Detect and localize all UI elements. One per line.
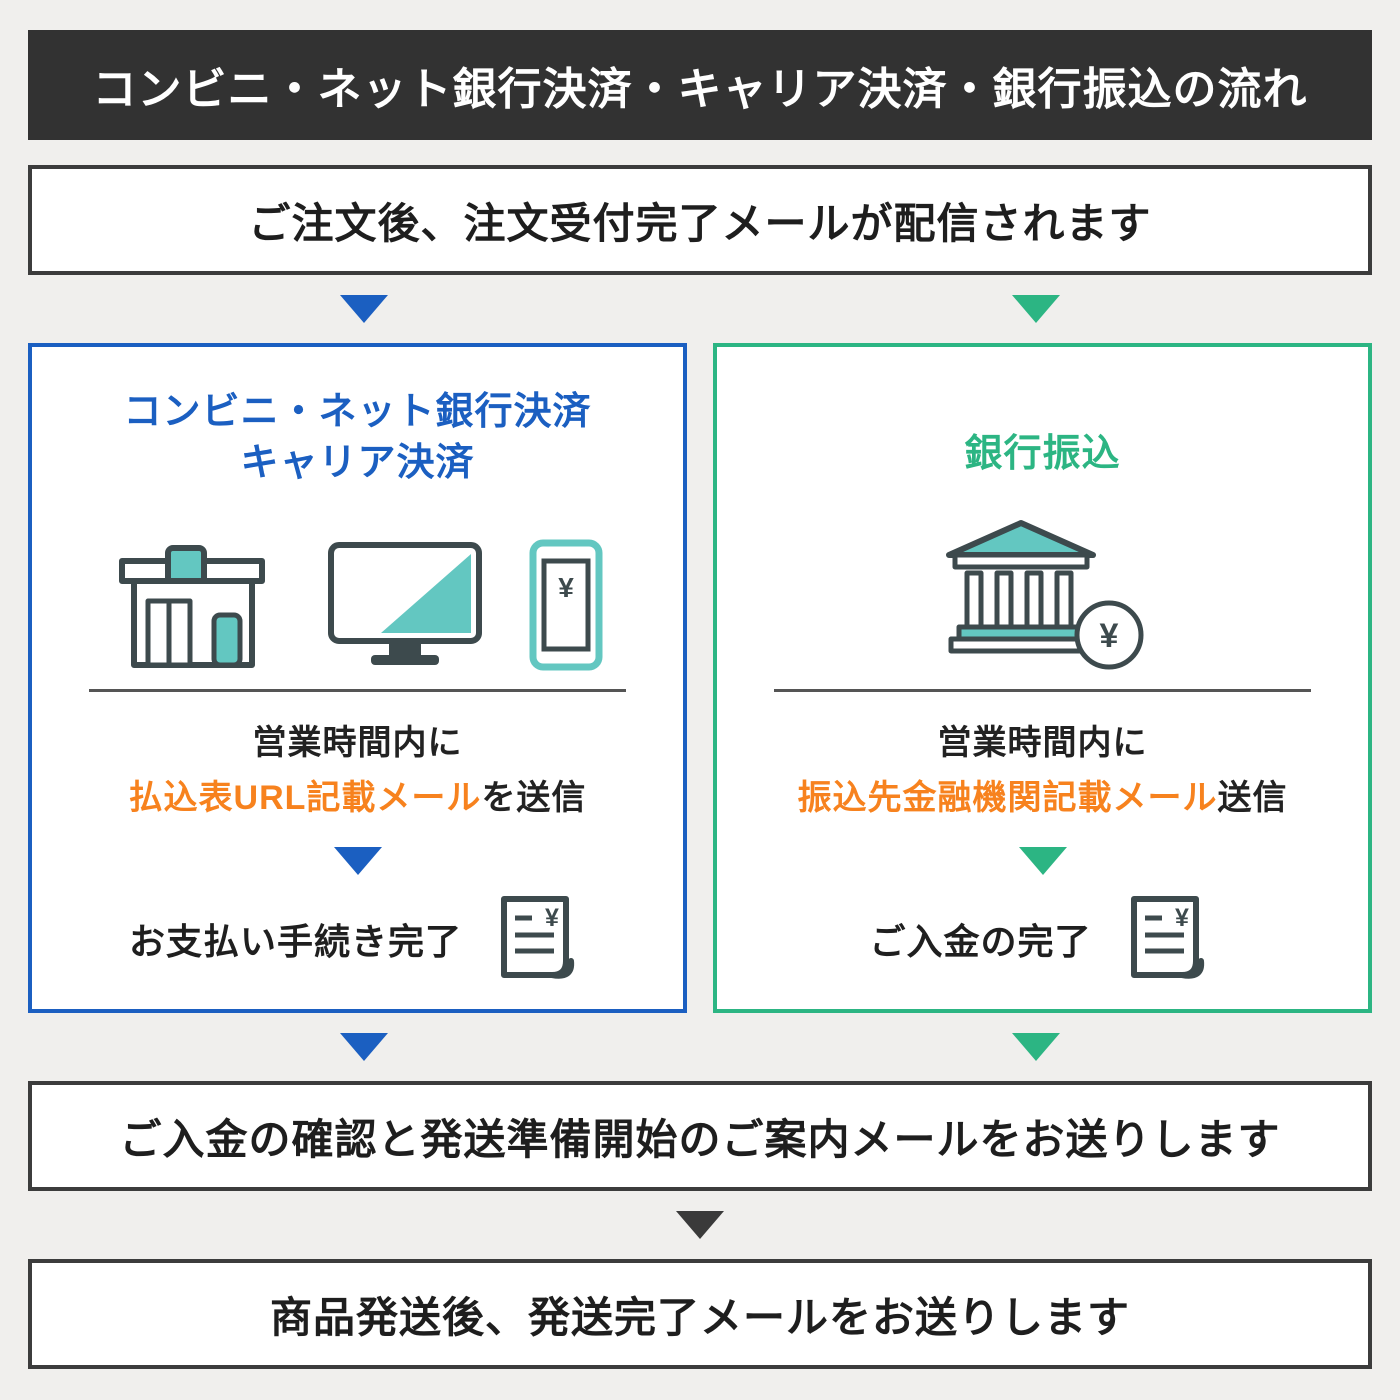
step-ship-text: 商品発送後、発送完了メールをお送りします [269, 1293, 1130, 1341]
page-title: コンビニ・ネット銀行決済・キャリア決済・銀行振込の流れ [92, 65, 1308, 114]
arrow-row-final [28, 1191, 1372, 1259]
bank-yen-symbol: ¥ [1099, 617, 1118, 655]
right-notice-suffix: 送信 [1217, 778, 1288, 817]
left-notice-highlight: 払込表URL記載メール [128, 778, 482, 817]
arrow-row-top [28, 275, 1372, 343]
left-payment-icons: ¥ [112, 539, 604, 671]
arrow-down-green-icon [1012, 295, 1060, 323]
arrow-down-blue-icon [340, 1033, 388, 1061]
left-divider [88, 689, 627, 693]
receipt-icon: ¥ [1130, 896, 1204, 979]
yen-circle-icon [1074, 600, 1143, 670]
convenience-store-icon [118, 545, 265, 669]
right-divider [773, 689, 1312, 693]
arrow-down-dark-icon [676, 1211, 724, 1239]
smartphone-icon: ¥ [529, 539, 602, 671]
left-notice-suffix: を送信 [481, 778, 587, 817]
bank-icon: ¥ [945, 520, 1143, 670]
right-branch-title: 銀行振込 [964, 433, 1121, 475]
right-complete-label: ご入金の完了 [869, 921, 1092, 962]
step-confirm-text: ご入金の確認と発送準備開始のご案内メールをお送りします [119, 1115, 1281, 1163]
receipt-yen-symbol: ¥ [1175, 904, 1190, 932]
right-notice-highlight: 振込先金融機関記載メール [797, 778, 1218, 817]
right-complete-row: ご入金の完了 ¥ [869, 893, 1215, 985]
header-bar: コンビニ・ネット銀行決済・キャリア決済・銀行振込の流れ [28, 30, 1372, 140]
step-box-order: ご注文後、注文受付完了メールが配信されます [28, 165, 1372, 275]
receipt-yen-symbol: ¥ [545, 904, 560, 932]
phone-yen-symbol: ¥ [558, 572, 574, 603]
left-notice: 営業時間内に 払込表URL記載メールを送信 [129, 716, 587, 825]
left-branch-title: コンビニ・ネット銀行決済 キャリア決済 [123, 387, 591, 490]
step-box-ship: 商品発送後、発送完了メールをお送りします [28, 1259, 1372, 1369]
arrow-down-blue-icon [340, 295, 388, 323]
arrow-down-green-icon [1012, 1033, 1060, 1061]
computer-monitor-icon [327, 542, 482, 666]
arrow-row-bottom [28, 1013, 1372, 1081]
right-inner-arrow-down-icon [1018, 847, 1067, 875]
right-notice-prefix: 営業時間内に [937, 724, 1148, 763]
left-inner-arrow-down-icon [333, 847, 382, 875]
right-notice: 営業時間内に 振込先金融機関記載メール送信 [798, 716, 1288, 825]
left-notice-prefix: 営業時間内に [252, 724, 463, 763]
branch-convenience-netbank-carrier: コンビニ・ネット銀行決済 キャリア決済 [28, 343, 687, 1013]
branch-bank-transfer: 銀行振込 [713, 343, 1372, 1013]
left-complete-label: お支払い手続き完了 [128, 921, 462, 962]
branch-columns: コンビニ・ネット銀行決済 キャリア決済 [28, 343, 1372, 1013]
receipt-icon: ¥ [501, 896, 575, 979]
step-order-text: ご注文後、注文受付完了メールが配信されます [248, 199, 1152, 247]
step-box-confirm: ご入金の確認と発送準備開始のご案内メールをお送りします [28, 1081, 1372, 1191]
left-branch-title-line1: コンビニ・ネット銀行決済 [123, 391, 592, 433]
left-complete-row: お支払い手続き完了 ¥ [129, 893, 586, 985]
left-branch-title-line2: キャリア決済 [240, 442, 475, 485]
